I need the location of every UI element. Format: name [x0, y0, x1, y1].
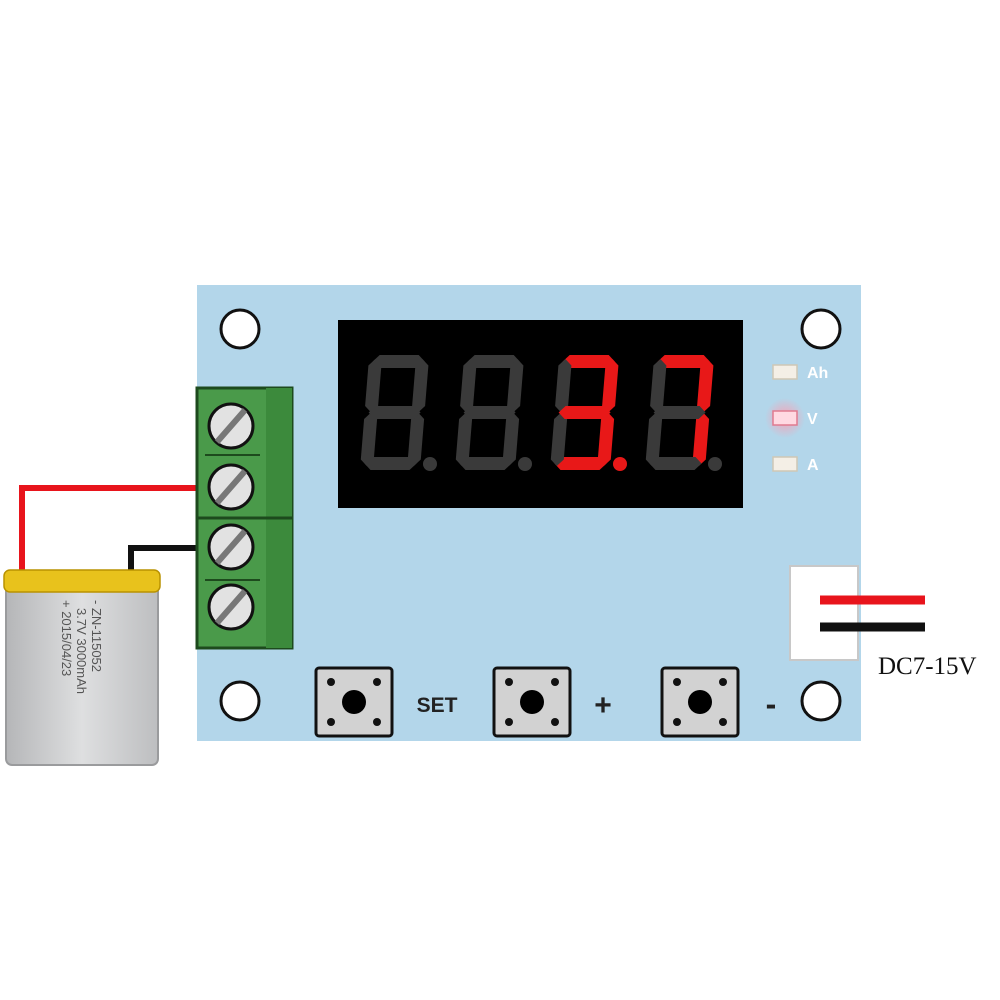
digit-2-segment-g [463, 406, 516, 419]
digit-1-segment-c [407, 412, 425, 466]
battery-label-line-2: 3.7V 3000mAh [74, 608, 89, 694]
digit-4-segment-g [653, 406, 706, 419]
battery-red-wire [19, 485, 200, 574]
unit-indicators: AhV A [765, 364, 828, 474]
display-digit-4 [645, 355, 722, 471]
digit-3-decimal-point [613, 457, 627, 471]
digit-2-segment-c [502, 412, 520, 466]
digit-2-segment-f [460, 359, 477, 413]
digit-4-segment-a [657, 355, 710, 368]
terminal-screw-1[interactable] [207, 402, 255, 450]
digit-3-segment-b [602, 359, 619, 413]
digit-3-segment-g [558, 406, 611, 419]
digit-4-segment-d [649, 457, 702, 470]
indicator-led [772, 456, 798, 472]
digit-1-segment-b [412, 359, 429, 413]
display-digit-2 [455, 355, 532, 471]
display-digits [360, 355, 722, 471]
lipo-battery: - ZN-115052 3.7V 3000mAh + 2015/04/23 [3, 569, 161, 766]
indicator-label: Ah [807, 365, 828, 382]
mounting-hole-top-left [219, 308, 261, 350]
indicator-v: V [765, 398, 818, 438]
indicator-label: V [807, 411, 818, 428]
digit-3-segment-d [554, 457, 607, 470]
power-input-label: DC7-15V [878, 653, 977, 680]
digit-4-decimal-point [708, 457, 722, 471]
plus-button[interactable] [492, 666, 572, 738]
digit-2-segment-b [507, 359, 524, 413]
indicator-ah: Ah [772, 364, 828, 382]
digit-4-segment-c [692, 412, 710, 466]
terminal-screw-3[interactable] [207, 523, 255, 571]
digit-3-segment-e [550, 412, 568, 466]
digit-4-segment-f [650, 359, 667, 413]
digit-4-segment-e [645, 412, 663, 466]
set-button-label: SET [417, 694, 458, 717]
digit-1-segment-a [372, 355, 425, 368]
battery-black-wire [128, 545, 200, 574]
digit-1-decimal-point [423, 457, 437, 471]
minus-button-label: - [766, 686, 777, 722]
digit-2-segment-e [455, 412, 473, 466]
display-digit-3 [550, 355, 627, 471]
digit-3-segment-c [597, 412, 615, 466]
set-button[interactable] [314, 666, 394, 738]
minus-button[interactable] [660, 666, 740, 738]
battery-label-line-1: - ZN-115052 [89, 600, 104, 672]
terminal-screw-2[interactable] [207, 463, 255, 511]
digit-3-segment-a [562, 355, 615, 368]
digit-1-segment-f [365, 359, 382, 413]
digit-4-segment-b [697, 359, 714, 413]
digit-1-segment-g [368, 406, 421, 419]
digit-1-segment-e [360, 412, 378, 466]
digit-2-segment-d [459, 457, 512, 470]
power-input-connector [789, 565, 859, 661]
terminal-screw-4[interactable] [207, 583, 255, 631]
mounting-hole-bottom-right [800, 680, 842, 722]
indicator-led [772, 364, 798, 380]
plus-button-label: + [594, 689, 612, 722]
digit-2-decimal-point [518, 457, 532, 471]
mounting-hole-bottom-left [219, 680, 261, 722]
digit-1-segment-d [364, 457, 417, 470]
mounting-hole-top-right [800, 308, 842, 350]
digit-2-segment-a [467, 355, 520, 368]
display-digit-1 [360, 355, 437, 471]
indicator-a: A [772, 456, 819, 474]
indicator-label: A [807, 457, 819, 474]
digit-3-segment-f [555, 359, 572, 413]
battery-label-line-3: + 2015/04/23 [59, 600, 74, 676]
indicator-led [772, 410, 798, 426]
